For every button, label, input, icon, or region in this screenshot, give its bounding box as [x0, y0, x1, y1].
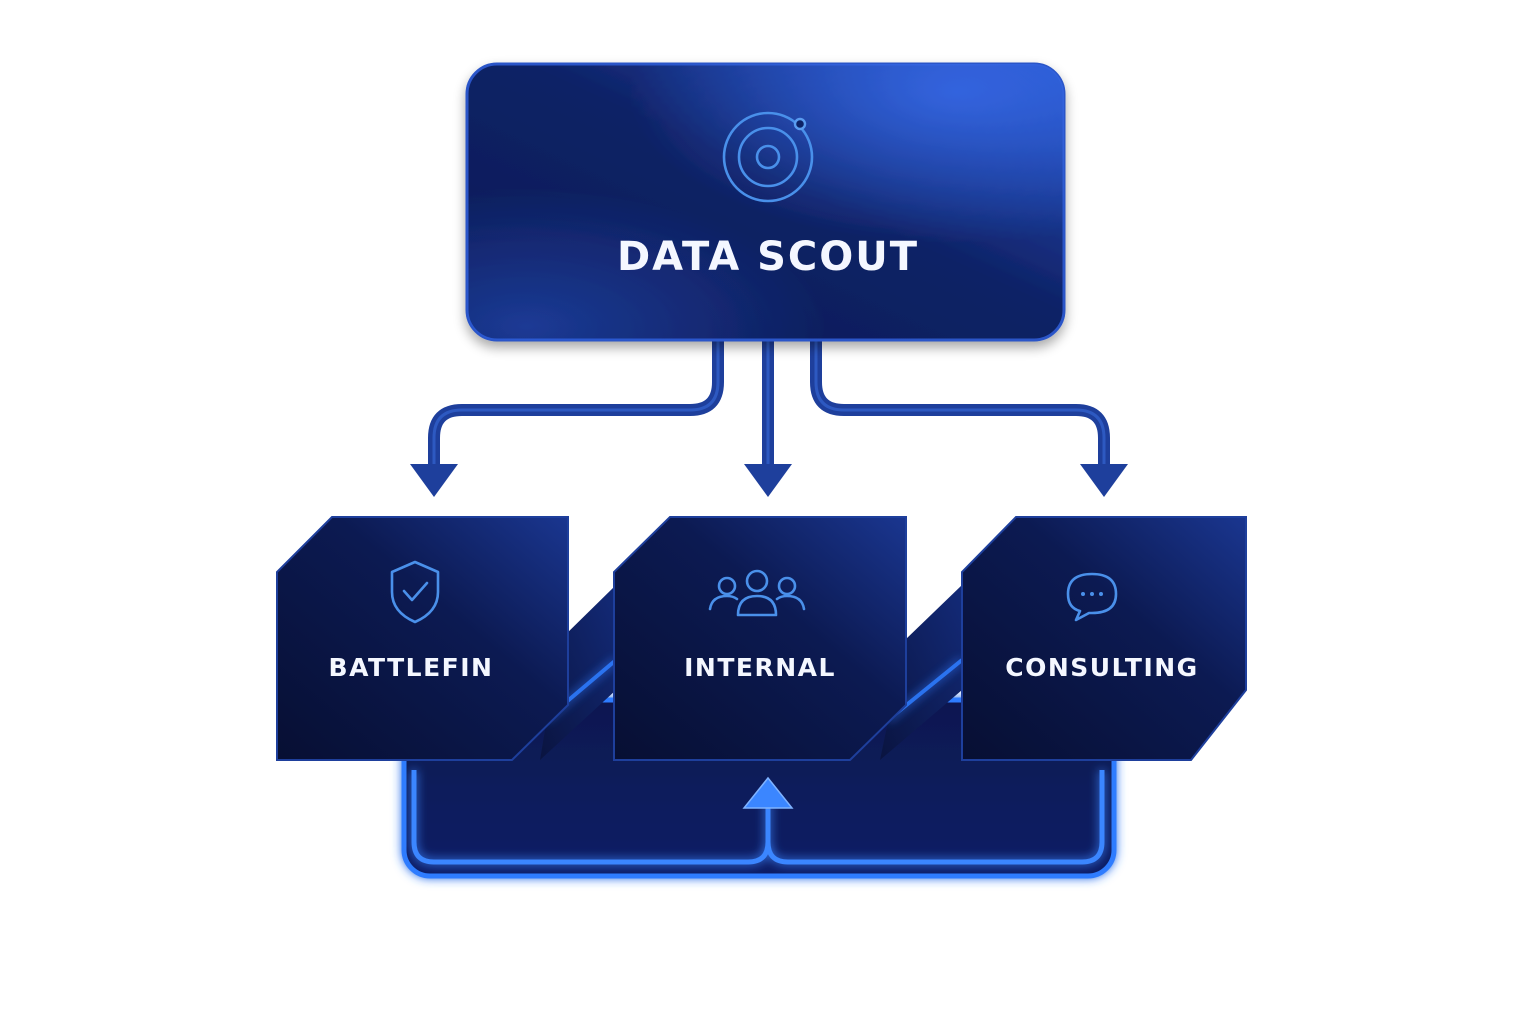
card-battlefin-panel [276, 516, 569, 761]
card-battlefin: BATTLEFIN [276, 516, 569, 761]
connector-right [810, 340, 1110, 470]
arrow-to-internal-icon [744, 464, 792, 497]
shield-check-icon [390, 560, 440, 624]
arrow-to-consulting-icon [1080, 464, 1128, 497]
top-node-data-scout: DATA SCOUT [465, 62, 1066, 342]
connectors [410, 340, 1128, 497]
arrow-to-battlefin-icon [410, 464, 458, 497]
feedback-arrow-up-icon [742, 776, 794, 809]
card-internal-label: INTERNAL [684, 653, 836, 682]
slab-right [880, 585, 962, 760]
card-consulting-label: CONSULTING [1005, 653, 1198, 682]
card-consulting: CONSULTING [961, 516, 1247, 761]
card-internal-panel [613, 516, 907, 761]
feedback-loop [401, 697, 1117, 879]
feedback-loop-line [411, 770, 1105, 865]
top-node-label: DATA SCOUT [617, 234, 919, 280]
target-orbit-icon [722, 111, 814, 203]
users-group-icon [708, 569, 806, 617]
connector-left [428, 340, 724, 470]
slab-left [540, 585, 616, 760]
card-consulting-panel [961, 516, 1247, 761]
chat-bubble-icon [1066, 572, 1118, 622]
card-battlefin-label: BATTLEFIN [329, 653, 494, 682]
card-internal: INTERNAL [613, 516, 907, 761]
